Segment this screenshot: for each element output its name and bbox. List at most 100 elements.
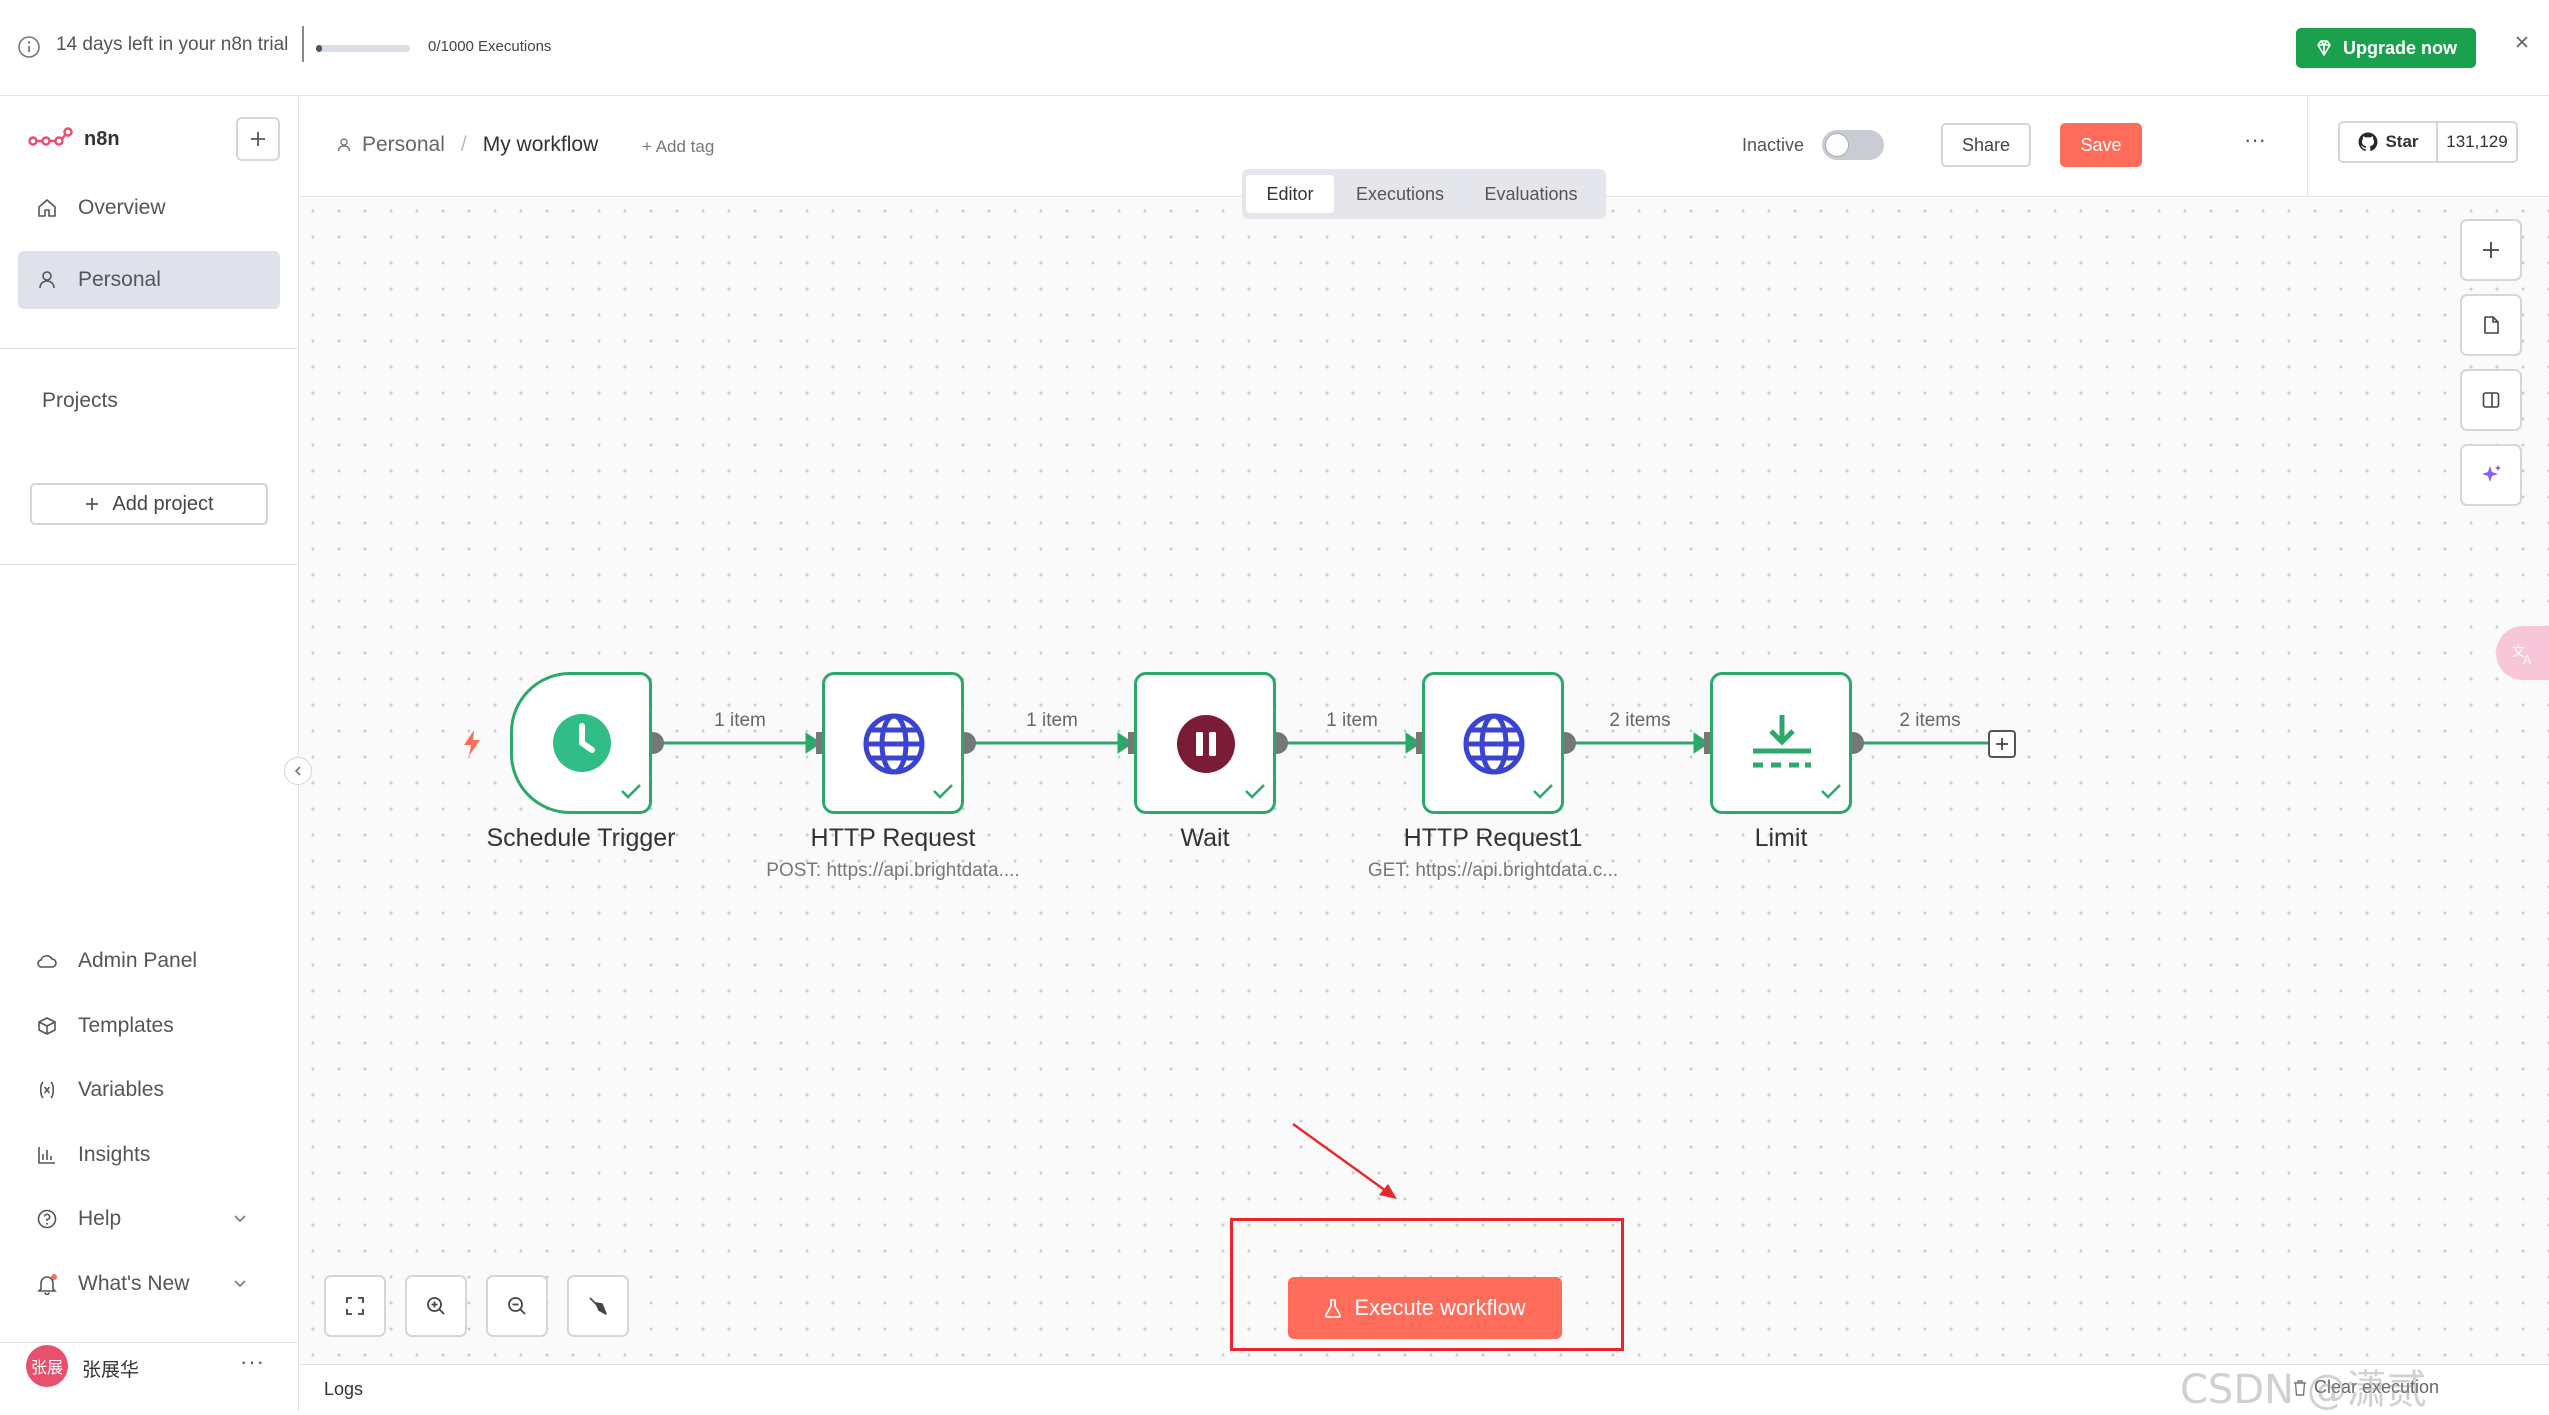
add-project-button[interactable]: Add project <box>30 483 268 525</box>
chart-icon <box>36 1144 58 1166</box>
connection-label: 2 items <box>1609 710 1671 731</box>
trigger-bolt-icon <box>460 728 484 758</box>
broom-icon <box>586 1294 610 1318</box>
node-http-request1[interactable] <box>1422 672 1564 814</box>
share-button[interactable]: Share <box>1941 123 2031 167</box>
chevron-down-icon <box>232 1210 248 1226</box>
executions-progress-fill <box>316 45 322 52</box>
user-menu-button[interactable]: ··· <box>240 1349 265 1374</box>
sidebar-item-overview[interactable]: Overview <box>18 179 280 237</box>
sparkle-icon <box>2478 462 2504 488</box>
workflow-name[interactable]: My workflow <box>482 133 599 156</box>
sidebar-item-label: Overview <box>78 196 166 219</box>
zoom-out-icon <box>506 1295 528 1317</box>
n8n-logo[interactable]: n8n <box>28 127 120 151</box>
breadcrumb-project[interactable]: Personal <box>362 133 445 156</box>
user-icon <box>336 137 352 153</box>
fullscreen-icon <box>344 1295 366 1317</box>
success-check-icon <box>1819 781 1843 801</box>
ai-assistant-button[interactable] <box>2460 444 2522 506</box>
success-check-icon <box>619 781 643 801</box>
success-check-icon <box>1243 781 1267 801</box>
sidebar-item-label: Admin Panel <box>78 949 198 972</box>
add-node-button[interactable] <box>2460 219 2522 281</box>
github-star-button[interactable]: Star 131,129 <box>2338 121 2518 163</box>
close-icon[interactable] <box>2510 30 2534 54</box>
node-name: Schedule Trigger <box>486 824 676 852</box>
upgrade-button[interactable]: Upgrade now <box>2296 28 2476 68</box>
sidebar-item-insights[interactable]: Insights <box>18 1126 280 1184</box>
sidebar-item-help[interactable]: Help <box>18 1190 280 1248</box>
sidebar-item-label: What's New <box>78 1272 190 1295</box>
more-options-button[interactable]: ··· <box>2244 127 2266 152</box>
logs-bar[interactable]: Logs Clear execution CSDN @潇贰 <box>300 1364 2549 1413</box>
node-schedule-trigger[interactable] <box>510 672 652 814</box>
connection-label: 1 item <box>1326 710 1378 731</box>
tab-executions[interactable]: Executions <box>1355 183 1445 204</box>
chevron-down-icon <box>232 1275 248 1291</box>
node-wait[interactable] <box>1134 672 1276 814</box>
bell-icon <box>36 1273 58 1295</box>
success-check-icon <box>931 781 955 801</box>
github-star-label: Star <box>2385 132 2419 151</box>
divider <box>0 348 299 349</box>
user-icon <box>36 269 58 291</box>
plus-icon <box>84 496 100 512</box>
zoom-in-button[interactable] <box>405 1275 467 1337</box>
create-button[interactable] <box>236 117 280 161</box>
zoom-to-fit-button[interactable] <box>324 1275 386 1337</box>
pause-icon <box>1175 713 1237 775</box>
panel-icon <box>2480 389 2502 411</box>
add-tag-button[interactable]: + Add tag <box>642 137 715 156</box>
plus-icon <box>1994 736 2010 752</box>
active-label: Inactive <box>1742 135 1805 155</box>
connection-label: 1 item <box>1026 710 1078 731</box>
success-check-icon <box>1531 781 1555 801</box>
tab-evaluations[interactable]: Evaluations <box>1484 183 1578 204</box>
annotation-box <box>1230 1218 1624 1351</box>
svg-text:A: A <box>2523 653 2532 667</box>
limit-icon <box>1749 713 1815 773</box>
logo-text: n8n <box>84 127 120 150</box>
toggle-panel-button[interactable] <box>2460 369 2522 431</box>
clear-execution-button[interactable]: Clear execution <box>2292 1377 2439 1398</box>
sidebar-item-whats-new[interactable]: What's New <box>18 1255 280 1313</box>
save-button[interactable]: Save <box>2060 123 2142 167</box>
trial-days-left: 14 days left in your n8n trial <box>56 34 289 55</box>
node-subtitle: POST: https://api.brightdata.... <box>766 860 1020 881</box>
home-icon <box>36 197 58 219</box>
sidebar-item-variables[interactable]: Variables <box>18 1061 280 1119</box>
breadcrumb: Personal / My workflow <box>336 133 598 157</box>
add-next-node-button[interactable] <box>1988 730 2016 758</box>
execute-workflow-label: Execute workflow <box>1354 1295 1526 1320</box>
clock-icon <box>551 712 613 774</box>
sidebar-item-personal[interactable]: Personal <box>18 251 280 309</box>
node-subtitle: GET: https://api.brightdata.c... <box>1367 860 1619 881</box>
node-name: Wait <box>1180 824 1230 852</box>
tab-editor[interactable]: Editor <box>1246 175 1334 213</box>
user-name: 张展华 <box>82 1359 140 1381</box>
node-name: HTTP Request <box>810 824 976 852</box>
avatar[interactable]: 张展 <box>26 1345 68 1387</box>
collapse-sidebar-button[interactable] <box>284 757 312 785</box>
execute-workflow-button[interactable]: Execute workflow <box>1288 1277 1562 1339</box>
connection-label: 2 items <box>1899 710 1961 731</box>
node-limit[interactable] <box>1710 672 1852 814</box>
watermark: CSDN @潇贰 <box>2180 1367 2427 1413</box>
sidebar: n8n Overview Personal Projects Add proje… <box>0 97 299 1412</box>
sticky-note-button[interactable] <box>2460 294 2522 356</box>
trash-icon <box>2292 1379 2308 1397</box>
breadcrumb-separator: / <box>460 133 467 156</box>
sidebar-item-admin-panel[interactable]: Admin Panel <box>18 932 280 990</box>
n8n-logo-icon <box>28 127 74 151</box>
sidebar-item-templates[interactable]: Templates <box>18 997 280 1055</box>
node-http-request[interactable] <box>822 672 964 814</box>
workflow-header: Personal / My workflow + Add tag Inactiv… <box>300 97 2549 197</box>
zoom-out-button[interactable] <box>486 1275 548 1337</box>
tidy-up-button[interactable] <box>567 1275 629 1337</box>
executions-progress-bar <box>316 45 410 52</box>
active-toggle[interactable] <box>1822 130 1884 160</box>
view-tabs: Editor Executions Evaluations <box>1242 169 1606 219</box>
